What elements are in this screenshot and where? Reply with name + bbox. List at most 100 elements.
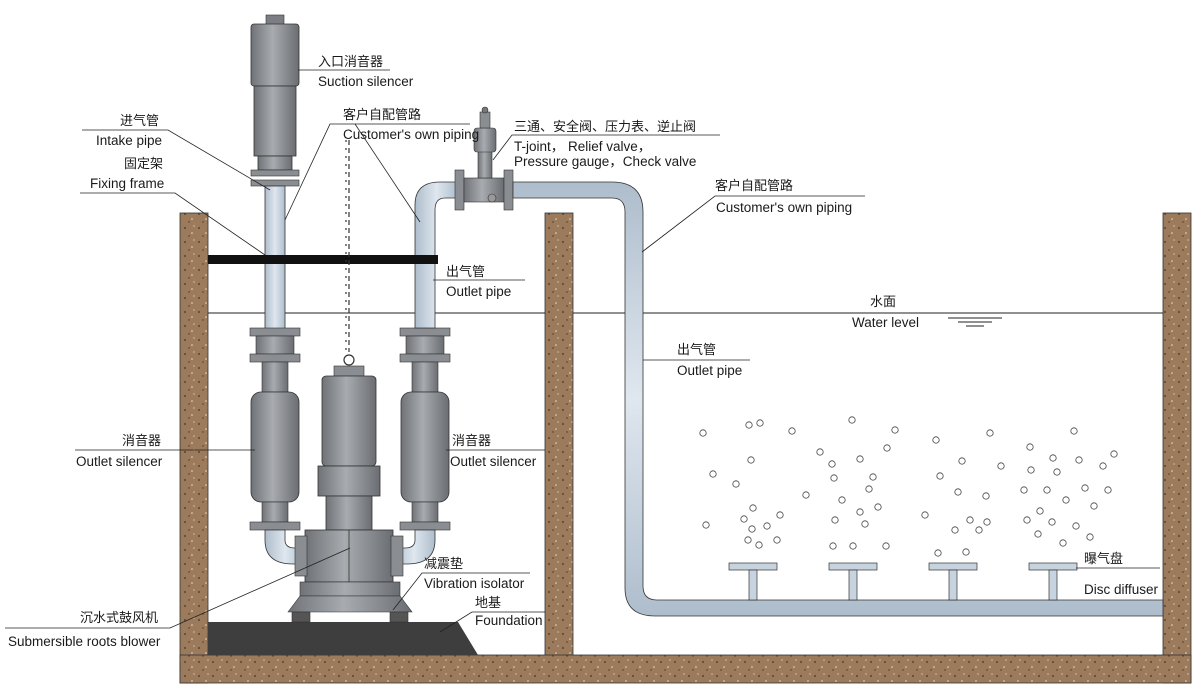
suction-silencer-en: Suction silencer xyxy=(318,74,414,89)
air-bubble xyxy=(749,504,757,512)
label-foundation: 地基 Foundation xyxy=(475,595,543,628)
vibration-isolator-en: Vibration isolator xyxy=(424,576,525,591)
label-intake-pipe: 进气管 Intake pipe xyxy=(96,113,162,148)
air-bubbles xyxy=(699,416,1118,557)
air-bubble xyxy=(776,511,784,519)
air-bubble xyxy=(831,516,839,524)
blower-en: Submersible roots blower xyxy=(8,634,161,649)
label-outlet-pipe-2: 出气管 Outlet pipe xyxy=(677,342,742,378)
air-bubble xyxy=(865,485,873,493)
label-outlet-silencer-left: 消音器 Outlet silencer xyxy=(76,433,163,469)
customer-piping-1-en: Customer's own piping xyxy=(343,127,479,142)
air-bubble xyxy=(856,508,864,516)
air-bubble xyxy=(986,429,994,437)
foundation-en: Foundation xyxy=(475,613,543,628)
air-bubble xyxy=(830,474,838,482)
air-bubble xyxy=(883,444,891,452)
air-bubble xyxy=(755,541,763,549)
left-pipe-assembly xyxy=(249,327,306,565)
right-pipe-assembly xyxy=(392,327,451,565)
submersible-blower xyxy=(287,365,413,623)
label-vibration-isolator: 减震垫 Vibration isolator xyxy=(424,556,525,591)
water-level-symbol xyxy=(948,317,1002,327)
label-suction-silencer: 入口消音器 Suction silencer xyxy=(318,54,414,89)
air-bubble xyxy=(1049,454,1057,462)
air-bubble xyxy=(1020,486,1028,494)
air-bubble xyxy=(1023,516,1031,524)
customer-piping-2-zh: 客户自配管路 xyxy=(715,178,793,193)
leader-lines xyxy=(5,69,1160,633)
customer-piping-2-en: Customer's own piping xyxy=(716,200,852,215)
right-tank-wall xyxy=(1162,212,1192,684)
air-bubble xyxy=(816,448,824,456)
label-outlet-silencer-right: 消音器 Outlet silencer xyxy=(450,433,537,469)
outlet-silencer-left-zh: 消音器 xyxy=(122,433,161,448)
air-bubble xyxy=(997,462,1005,470)
air-bubble xyxy=(732,480,740,488)
air-bubble xyxy=(951,526,959,534)
vibration-isolator-zh: 减震垫 xyxy=(424,556,463,571)
air-bubble xyxy=(856,455,864,463)
valves-en-2: Pressure gauge，Check valve xyxy=(514,154,696,169)
air-bubble xyxy=(838,496,846,504)
air-bubble xyxy=(702,521,710,529)
outlet-pipe-2-en: Outlet pipe xyxy=(677,363,742,378)
foundation-zh: 地基 xyxy=(475,595,501,610)
label-customer-piping-2: 客户自配管路 Customer's own piping xyxy=(715,178,852,215)
air-bubble xyxy=(1099,462,1107,470)
air-bubble xyxy=(874,503,882,511)
air-bubble xyxy=(1072,522,1080,530)
fixing-frame-en: Fixing frame xyxy=(90,176,164,191)
air-bubble xyxy=(745,421,753,429)
disc-diffusers xyxy=(728,562,1078,601)
outlet-silencer-left-en: Outlet silencer xyxy=(76,454,163,469)
label-disc-diffuser: 曝气盘 Disc diffuser xyxy=(1084,551,1159,597)
disc-diffuser-zh: 曝气盘 xyxy=(1084,551,1123,566)
fixing-frame-bar xyxy=(208,255,438,264)
outlet-pipe-1-en: Outlet pipe xyxy=(446,284,511,299)
valves-en-1: T-joint， Relief valve， xyxy=(514,139,651,154)
outlet-pipe-2-zh: 出气管 xyxy=(677,342,716,357)
air-bubble xyxy=(982,492,990,500)
air-bubble xyxy=(849,542,857,550)
air-bubble xyxy=(975,526,983,534)
air-bubble xyxy=(936,472,944,480)
air-bubble xyxy=(1043,486,1051,494)
left-outlet-silencer xyxy=(250,391,300,503)
left-tank-wall xyxy=(179,212,209,684)
label-outlet-pipe-1: 出气管 Outlet pipe xyxy=(446,264,511,299)
air-bubble xyxy=(744,536,752,544)
air-bubble xyxy=(740,515,748,523)
air-bubble xyxy=(921,511,929,519)
air-bubble xyxy=(1053,468,1061,476)
air-bubble xyxy=(1026,443,1034,451)
air-bubble xyxy=(1036,507,1044,515)
outlet-silencer-right-zh: 消音器 xyxy=(452,433,491,448)
air-bubble xyxy=(802,491,810,499)
air-bubble xyxy=(1048,518,1056,526)
air-bubble xyxy=(1070,427,1078,435)
air-bubble xyxy=(848,416,856,424)
tank-floor xyxy=(179,654,1192,684)
air-bubble xyxy=(932,436,940,444)
valve-assembly xyxy=(454,106,514,211)
disc-diffuser-2 xyxy=(828,562,878,601)
air-bubble xyxy=(1034,530,1042,538)
air-bubble xyxy=(983,518,991,526)
air-bubble xyxy=(1027,466,1035,474)
label-water-level: 水面 Water level xyxy=(852,294,919,330)
air-bubble xyxy=(1090,502,1098,510)
blower-zh: 沉水式鼓风机 xyxy=(80,610,158,625)
air-bubble xyxy=(829,542,837,550)
air-bubble xyxy=(828,460,836,468)
suction-silencer xyxy=(250,14,300,187)
air-bubble xyxy=(1081,484,1089,492)
air-bubble xyxy=(869,473,877,481)
air-bubble xyxy=(763,522,771,530)
foundation-slab xyxy=(208,622,478,655)
intake-pipe-en: Intake pipe xyxy=(96,133,162,148)
disc-diffuser-en: Disc diffuser xyxy=(1084,582,1159,597)
air-bubble xyxy=(788,427,796,435)
